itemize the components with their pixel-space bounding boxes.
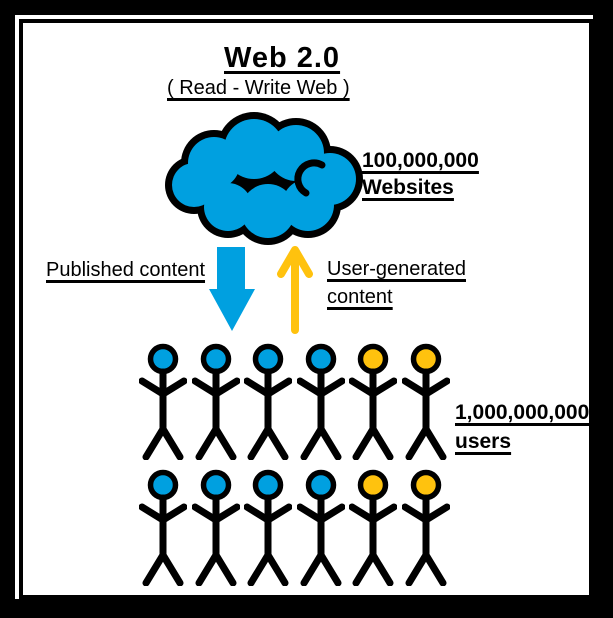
user-body — [244, 494, 292, 586]
user-head — [252, 469, 284, 501]
cloud-icon — [165, 112, 363, 245]
user-head — [410, 343, 442, 375]
user-body — [297, 494, 345, 586]
user-head — [147, 469, 179, 501]
user-head — [410, 469, 442, 501]
inner-frame-border — [19, 19, 593, 599]
user-stick-figure — [139, 469, 187, 586]
user-body — [139, 494, 187, 586]
users-count-label: 1,000,000,000 users — [455, 398, 589, 456]
user-head — [357, 343, 389, 375]
cloud-curl-detail — [294, 159, 326, 197]
user-body — [192, 494, 240, 586]
user-body — [349, 494, 397, 586]
user-stick-figure — [297, 469, 345, 586]
user-stick-figure — [192, 343, 240, 460]
user-stick-figure — [297, 343, 345, 460]
user-stick-figure — [139, 343, 187, 460]
users-count: 1,000,000,000 — [455, 401, 590, 424]
up-arrow-head — [277, 246, 313, 278]
user-stick-figure — [402, 469, 450, 586]
user-head — [305, 469, 337, 501]
user-body — [349, 368, 397, 460]
outer-frame — [15, 15, 593, 599]
user-stick-figure — [349, 469, 397, 586]
user-head — [357, 469, 389, 501]
page-title: Web 2.0 — [224, 42, 341, 74]
user-body — [139, 368, 187, 460]
user-body — [297, 368, 345, 460]
user-stick-figure — [402, 343, 450, 460]
published-down-arrow-icon — [209, 247, 255, 331]
user-head — [252, 343, 284, 375]
websites-unit: Websites — [362, 176, 454, 199]
page-subtitle: ( Read - Write Web ) — [167, 77, 350, 99]
user-stick-figure — [349, 343, 397, 460]
user-stick-figure — [192, 469, 240, 586]
user-head — [200, 343, 232, 375]
websites-count: 100,000,000 — [362, 149, 479, 172]
user-body — [402, 368, 450, 460]
user-head — [305, 343, 337, 375]
user-body — [192, 368, 240, 460]
user-body — [244, 368, 292, 460]
user-generated-up-arrow-icon — [277, 246, 313, 334]
user-generated-line1: User-generated — [327, 258, 466, 280]
user-generated-content-label: User-generated content — [327, 255, 466, 311]
websites-count-label: 100,000,000 Websites — [362, 147, 479, 201]
user-head — [200, 469, 232, 501]
users-unit: users — [455, 430, 512, 453]
user-stick-figure — [244, 343, 292, 460]
user-generated-line2: content — [327, 286, 393, 308]
user-stick-figure — [244, 469, 292, 586]
user-head — [147, 343, 179, 375]
down-arrow-shape — [209, 247, 255, 331]
user-body — [402, 494, 450, 586]
published-content-label: Published content — [46, 259, 206, 281]
